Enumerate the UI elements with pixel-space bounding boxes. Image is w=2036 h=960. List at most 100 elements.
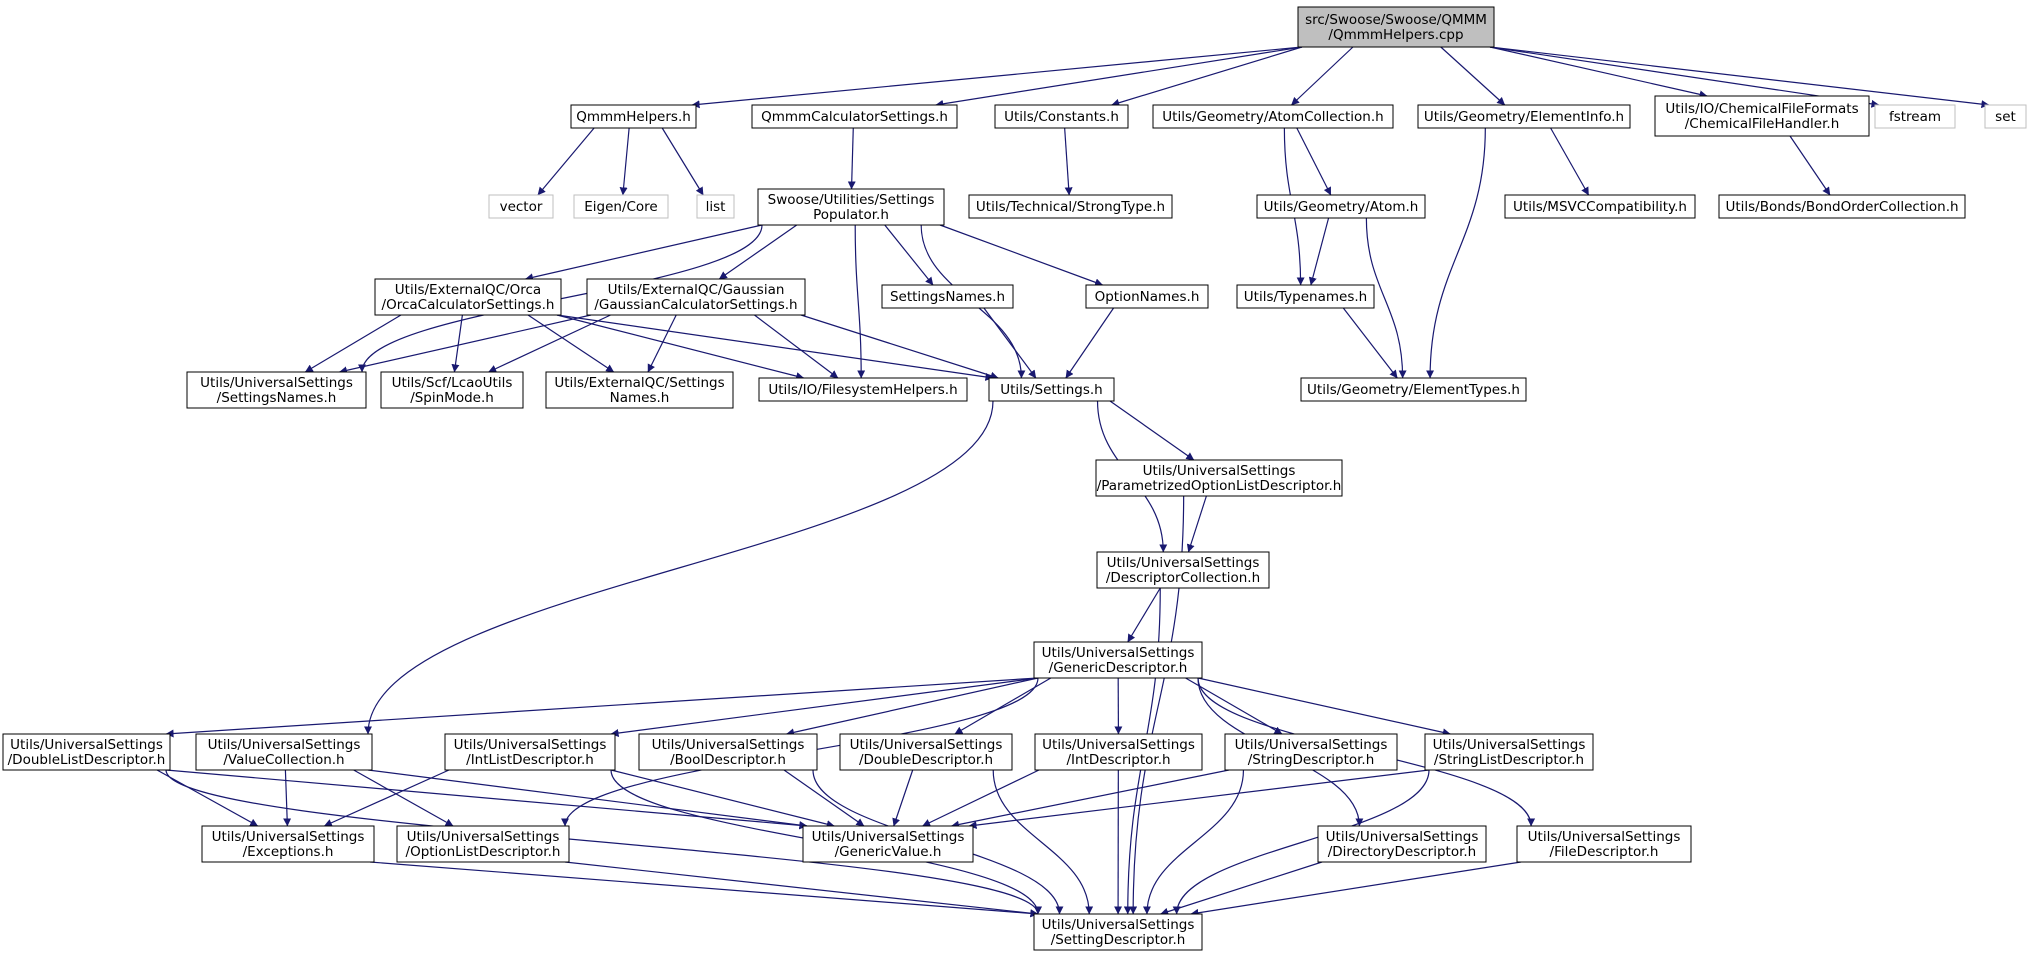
node-chemfile[interactable]: Utils/IO/ChemicalFileFormats/ChemicalFil… (1654, 95, 1870, 137)
node-eleminfo[interactable]: Utils/Geometry/ElementInfo.h (1417, 104, 1631, 129)
edge-qmmmhelpers-to-eigen (619, 127, 630, 196)
node-orca[interactable]: Utils/ExternalQC/Orca/OrcaCalculatorSett… (374, 278, 562, 316)
node-valuecoll[interactable]: Utils/UniversalSettings/ValueCollection.… (195, 733, 373, 771)
node-label: /IntListDescriptor.h (466, 752, 594, 768)
node-label: /OrcaCalculatorSettings.h (382, 297, 555, 313)
node-atomcoll[interactable]: Utils/Geometry/AtomCollection.h (1152, 104, 1394, 129)
edge-typenames-to-elemtypes (1342, 307, 1398, 379)
edge-stringlist-to-settingdesc (1172, 769, 1430, 915)
node-stringdesc[interactable]: Utils/UniversalSettings/StringDescriptor… (1224, 733, 1398, 771)
node-box (988, 377, 1115, 402)
node-label: Utils/UniversalSettings (1042, 917, 1195, 933)
node-intdesc[interactable]: Utils/UniversalSettings/IntDescriptor.h (1034, 733, 1203, 771)
node-constants[interactable]: Utils/Constants.h (994, 104, 1129, 129)
node-label: /GaussianCalculatorSettings.h (594, 297, 797, 313)
node-label: Utils/UniversalSettings (850, 737, 1003, 753)
edge-settings-to-paramopt (1109, 400, 1195, 461)
node-label: Utils/UniversalSettings (1433, 737, 1586, 753)
node-filedesc[interactable]: Utils/UniversalSettings/FileDescriptor.h (1516, 825, 1692, 863)
edge-doublelist-to-exceptions (156, 769, 259, 827)
node-root[interactable]: src/Swoose/Swoose/QMMM/QmmmHelpers.cpp (1297, 6, 1495, 48)
node-box (1516, 825, 1692, 863)
node-atom[interactable]: Utils/Geometry/Atom.h (1256, 194, 1426, 219)
node-stringlist[interactable]: Utils/UniversalSettings/StringListDescri… (1424, 733, 1594, 771)
node-label: /SettingDescriptor.h (1051, 932, 1186, 948)
edge-doublelist-to-genvalue (165, 769, 808, 830)
node-msvc[interactable]: Utils/MSVCCompatibility.h (1504, 194, 1696, 219)
node-label: /ChemicalFileHandler.h (1685, 116, 1840, 132)
edge-intdesc-to-genvalue (922, 769, 1040, 827)
node-label: /DirectoryDescriptor.h (1328, 844, 1477, 860)
node-booldesc[interactable]: Utils/UniversalSettings/BoolDescriptor.h (638, 733, 818, 771)
node-desccoll[interactable]: Utils/UniversalSettings/DescriptorCollec… (1096, 551, 1270, 589)
node-label: Utils/ExternalQC/Orca (395, 282, 541, 298)
edge-settpop-to-fshelpers (854, 224, 866, 379)
node-label: /SettingsNames.h (217, 390, 337, 406)
node-typenames[interactable]: Utils/Typenames.h (1236, 284, 1375, 309)
node-box (994, 104, 1129, 129)
node-generic[interactable]: Utils/UniversalSettings/GenericDescripto… (1033, 641, 1203, 679)
node-intlist[interactable]: Utils/UniversalSettings/IntListDescripto… (444, 733, 616, 771)
node-elemtypes[interactable]: Utils/Geometry/ElementTypes.h (1300, 377, 1527, 402)
node-paramopt[interactable]: Utils/UniversalSettings/ParametrizedOpti… (1095, 459, 1343, 497)
node-box (1033, 913, 1203, 951)
node-exceptions[interactable]: Utils/UniversalSettings/Exceptions.h (201, 825, 375, 863)
edge-stringlist-to-genvalue (968, 769, 1430, 830)
node-label: Populator.h (813, 207, 889, 223)
node-label: Swoose/Utilities/Settings (768, 192, 935, 208)
node-gaussian[interactable]: Utils/ExternalQC/Gaussian/GaussianCalcul… (586, 278, 806, 316)
node-label: Utils/UniversalSettings (1042, 737, 1195, 753)
node-label: /GenericDescriptor.h (1049, 660, 1188, 676)
node-optlist[interactable]: Utils/UniversalSettings/OptionListDescri… (396, 825, 570, 863)
edge-orca-to-fshelpers (556, 314, 805, 380)
node-label: Utils/UniversalSettings (208, 737, 361, 753)
node-doubledesc[interactable]: Utils/UniversalSettings/DoubleDescriptor… (839, 733, 1013, 771)
node-doublelist[interactable]: Utils/UniversalSettings/DoubleListDescri… (2, 733, 171, 771)
node-box (638, 733, 818, 771)
edge-eleminfo-to-elemtypes (1426, 127, 1486, 379)
node-label: /IntDescriptor.h (1066, 752, 1170, 768)
node-label: Utils/UniversalSettings (1107, 555, 1260, 571)
node-spinmode[interactable]: Utils/Scf/LcaoUtils/SpinMode.h (380, 371, 524, 409)
edge-optlist-to-settingdesc (564, 861, 1039, 918)
node-qmmmcalc[interactable]: QmmmCalculatorSettings.h (751, 104, 958, 129)
edge-valuecoll-to-genvalue (367, 769, 808, 830)
node-genvalue[interactable]: Utils/UniversalSettings/GenericValue.h (802, 825, 974, 863)
node-optionnames[interactable]: OptionNames.h (1085, 284, 1209, 309)
edge-gaussian-to-eqc_names (647, 314, 677, 373)
node-box (1654, 95, 1870, 137)
edge-desccoll-to-generic (1127, 587, 1161, 643)
node-label: src/Swoose/Swoose/QMMM (1305, 12, 1487, 28)
edge-settpop-to-settingsnames (884, 224, 934, 286)
edge-root-to-constants (1111, 46, 1303, 107)
node-dirdesc[interactable]: Utils/UniversalSettings/DirectoryDescrip… (1317, 825, 1487, 863)
node-settings[interactable]: Utils/Settings.h (988, 377, 1115, 402)
node-settingsnames[interactable]: SettingsNames.h (881, 284, 1014, 309)
node-bondorder[interactable]: Utils/Bonds/BondOrderCollection.h (1718, 194, 1966, 219)
node-label: Utils/Geometry/Atom.h (1264, 199, 1419, 215)
edge-intlist-to-genvalue (610, 769, 835, 829)
edge-orca-to-eqc_names (527, 314, 615, 373)
node-box (1152, 104, 1394, 129)
node-label: Utils/UniversalSettings (10, 737, 163, 753)
edge-root-to-qmmmhelpers (691, 46, 1303, 109)
node-fshelpers[interactable]: Utils/IO/FilesystemHelpers.h (758, 377, 968, 402)
edge-doubledesc-to-genvalue (892, 769, 914, 827)
node-fstream: fstream (1874, 104, 1956, 129)
node-list: list (696, 194, 735, 219)
edge-settingsnames-to-settings (983, 307, 1037, 379)
node-box (757, 188, 945, 226)
node-qmmmhelpers[interactable]: QmmmHelpers.h (570, 104, 697, 129)
node-strongtype[interactable]: Utils/Technical/StrongType.h (968, 194, 1173, 219)
edge-settpop-to-optionnames (939, 224, 1103, 287)
edge-orca-to-spinmode (451, 314, 463, 373)
node-us_settingsnames[interactable]: Utils/UniversalSettings/SettingsNames.h (186, 371, 367, 409)
node-box (195, 733, 373, 771)
node-settingdesc[interactable]: Utils/UniversalSettings/SettingDescripto… (1033, 913, 1203, 951)
node-label: /GenericValue.h (835, 844, 942, 860)
node-box (444, 733, 616, 771)
node-label: Utils/UniversalSettings (1143, 463, 1296, 479)
node-eqc_names[interactable]: Utils/ExternalQC/SettingsNames.h (545, 371, 734, 409)
